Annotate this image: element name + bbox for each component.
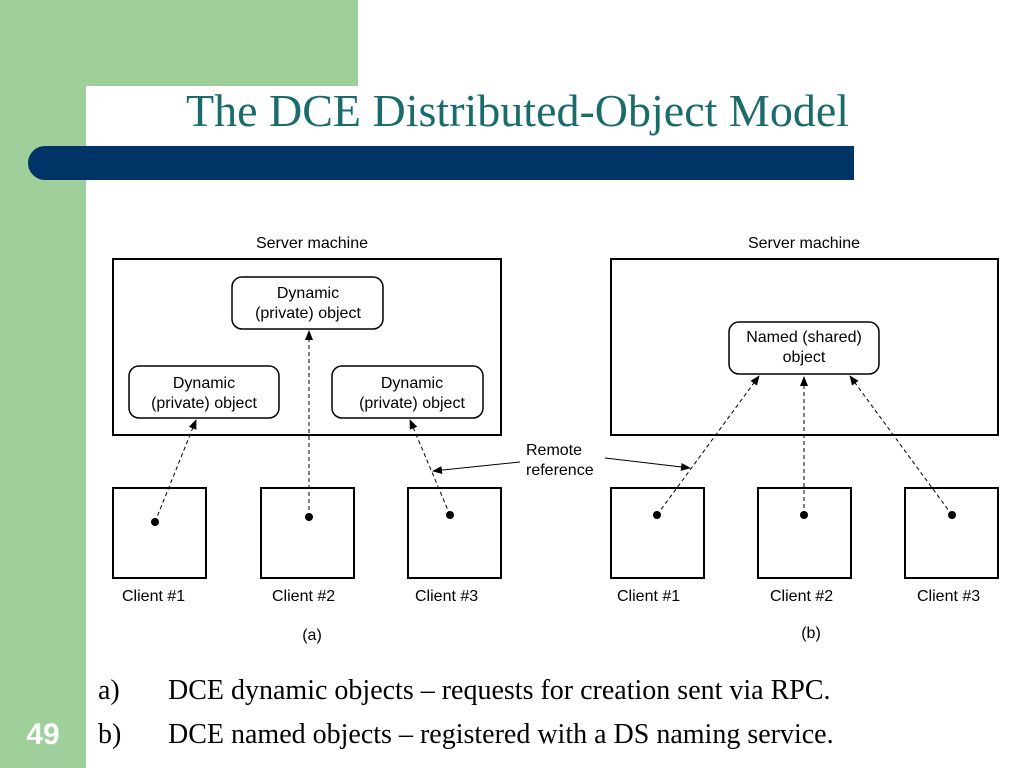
client-box-b3 xyxy=(904,487,999,579)
remote-reference-arrow-b1 xyxy=(656,375,760,516)
named-object-line2: object xyxy=(783,349,826,366)
remote-reference-arrow-a1 xyxy=(154,419,197,523)
dynamic-object-top-line2: (private) object xyxy=(255,305,361,322)
client-box-b2 xyxy=(757,487,852,579)
background-accent-left xyxy=(0,0,86,768)
remote-reference-arrow-b3 xyxy=(849,375,953,516)
title-underline-bar xyxy=(28,146,854,180)
bullet-list: a) DCE dynamic objects – requests for cr… xyxy=(98,674,834,762)
client-label-a1: Client #1 xyxy=(122,588,185,605)
server-machine-label-b: Server machine xyxy=(748,235,860,252)
named-object-line1: Named (shared) xyxy=(746,329,862,346)
remote-reference-pointer-right xyxy=(604,457,691,471)
remote-reference-pointer-left xyxy=(432,461,521,475)
client-box-a2 xyxy=(260,487,355,579)
page-number: 49 xyxy=(26,718,60,751)
client-label-a3: Client #3 xyxy=(415,588,478,605)
remote-reference-callout: Remote reference xyxy=(432,442,691,479)
bullet-marker-a: a) xyxy=(98,675,120,706)
client-label-a2: Client #2 xyxy=(272,588,335,605)
panel-b: Server machine Named (shared) object Cli… xyxy=(610,235,999,642)
client-label-b2: Client #2 xyxy=(770,588,833,605)
dynamic-object-right-line2: (private) object xyxy=(359,395,465,412)
remote-reference-label-line1: Remote xyxy=(526,442,582,459)
bullet-text-a: DCE dynamic objects – requests for creat… xyxy=(168,675,831,706)
client-label-b3: Client #3 xyxy=(917,588,980,605)
slide-title: The DCE Distributed-Object Model xyxy=(186,85,850,136)
remote-reference-label-line2: reference xyxy=(526,462,594,479)
bullet-marker-b: b) xyxy=(98,719,122,750)
panel-a: Server machine Dynamic (private) object … xyxy=(112,235,502,644)
bullet-text-b: DCE named objects – registered with a DS… xyxy=(168,719,834,750)
dynamic-object-top xyxy=(231,276,384,330)
remote-reference-arrow-a3 xyxy=(409,419,451,516)
dynamic-object-right xyxy=(331,365,484,419)
dynamic-object-top-line1: Dynamic xyxy=(277,285,339,302)
bullet-item-a: a) DCE dynamic objects – requests for cr… xyxy=(98,674,834,718)
server-machine-box-a xyxy=(112,258,502,436)
server-machine-label-a: Server machine xyxy=(256,235,368,252)
client-box-a1 xyxy=(112,487,207,579)
dynamic-object-left-line2: (private) object xyxy=(151,395,257,412)
panel-label-a: (a) xyxy=(302,627,322,644)
bullet-item-b: b) DCE named objects – registered with a… xyxy=(98,718,834,762)
client-box-a3 xyxy=(407,487,502,579)
client-box-b1 xyxy=(610,487,705,579)
dynamic-object-right-line1: Dynamic xyxy=(381,375,443,392)
dynamic-object-left xyxy=(128,365,280,419)
dynamic-object-left-line1: Dynamic xyxy=(173,375,235,392)
named-shared-object xyxy=(728,321,880,375)
client-label-b1: Client #1 xyxy=(617,588,680,605)
panel-label-b: (b) xyxy=(801,625,821,642)
